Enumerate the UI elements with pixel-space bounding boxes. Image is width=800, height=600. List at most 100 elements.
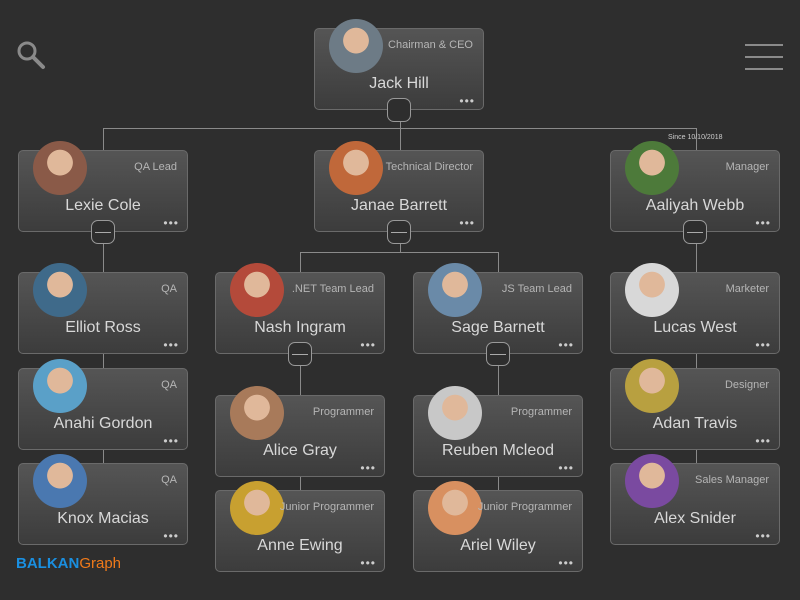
node-name: Adan Travis: [652, 415, 738, 432]
node-title: Sales Manager: [695, 474, 769, 486]
avatar: [33, 454, 87, 508]
node-card[interactable]: QA Anahi Gordon •••: [18, 359, 188, 450]
menu-bar: [745, 56, 783, 58]
collapse-toggle[interactable]: [486, 342, 510, 366]
more-options-icon[interactable]: •••: [558, 338, 574, 352]
node-title: Junior Programmer: [279, 501, 374, 513]
node-title: QA: [161, 379, 177, 391]
avatar: [33, 141, 87, 195]
node-title: Marketer: [725, 283, 769, 295]
more-options-icon[interactable]: •••: [360, 556, 376, 570]
node-card[interactable]: Technical Director Janae Barrett •••: [314, 141, 484, 232]
node-title: QA: [161, 474, 177, 486]
node-name: Alice Gray: [263, 442, 337, 459]
minus-icon: [391, 232, 407, 233]
logo-part1: BALKAN: [16, 555, 80, 572]
node-title: .NET Team Lead: [291, 283, 374, 295]
node-name: Janae Barrett: [350, 197, 448, 214]
minus-icon: [687, 232, 703, 233]
avatar: [230, 263, 284, 317]
minus-icon: [95, 232, 111, 233]
node-card[interactable]: Programmer Reuben Mcleod •••: [413, 386, 583, 477]
search-button[interactable]: [16, 40, 46, 70]
more-options-icon[interactable]: •••: [755, 338, 771, 352]
node-title: Chairman & CEO: [388, 39, 473, 51]
avatar: [625, 454, 679, 508]
more-options-icon[interactable]: •••: [360, 338, 376, 352]
node-card[interactable]: Programmer Alice Gray •••: [215, 386, 385, 477]
node-title: Designer: [724, 379, 769, 391]
node-card[interactable]: Designer Adan Travis •••: [610, 359, 780, 450]
menu-bar: [745, 68, 783, 70]
avatar: [625, 359, 679, 413]
node-name: Jack Hill: [369, 75, 429, 92]
node-name: Lucas West: [653, 319, 737, 336]
avatar: [33, 263, 87, 317]
more-options-icon[interactable]: •••: [558, 461, 574, 475]
more-options-icon[interactable]: •••: [163, 529, 179, 543]
more-options-icon[interactable]: •••: [163, 216, 179, 230]
node-name: Reuben Mcleod: [441, 442, 555, 459]
avatar: [428, 386, 482, 440]
more-options-icon[interactable]: •••: [755, 529, 771, 543]
collapse-toggle[interactable]: [288, 342, 312, 366]
more-options-icon[interactable]: •••: [163, 338, 179, 352]
avatar: [230, 386, 284, 440]
node-name: Anne Ewing: [257, 537, 343, 554]
balkangraph-logo: BALKANGraph: [16, 555, 121, 572]
avatar: [428, 263, 482, 317]
avatar: [625, 141, 679, 195]
node-title: Junior Programmer: [477, 501, 572, 513]
collapse-toggle[interactable]: [387, 220, 411, 244]
avatar: [625, 263, 679, 317]
avatar: [230, 481, 284, 535]
node-card[interactable]: Marketer Lucas West •••: [610, 263, 780, 354]
logo-part2: Graph: [79, 555, 122, 572]
more-options-icon[interactable]: •••: [459, 216, 475, 230]
node-card[interactable]: QA Knox Macias •••: [18, 454, 188, 545]
node-title: Programmer: [510, 406, 572, 418]
connector: [696, 128, 697, 150]
more-options-icon[interactable]: •••: [755, 434, 771, 448]
node-title: QA Lead: [134, 161, 177, 173]
node-name: Knox Macias: [57, 510, 149, 527]
node-card[interactable]: .NET Team Lead Nash Ingram •••: [215, 263, 385, 354]
minus-icon: [490, 354, 506, 355]
minus-icon: [292, 354, 308, 355]
menu-button[interactable]: [745, 44, 783, 70]
connector: [400, 128, 401, 150]
more-options-icon[interactable]: •••: [558, 556, 574, 570]
node-card[interactable]: Junior Programmer Anne Ewing •••: [215, 481, 385, 572]
node-title: Manager: [725, 161, 769, 173]
node-title: JS Team Lead: [501, 283, 572, 295]
hamburger-menu-icon: [745, 44, 783, 46]
collapse-toggle[interactable]: [387, 98, 411, 122]
node-name: Alex Snider: [654, 510, 736, 527]
node-card[interactable]: Junior Programmer Ariel Wiley •••: [413, 481, 583, 572]
node-card[interactable]: Chairman & CEO Jack Hill •••: [314, 19, 484, 110]
connector: [103, 128, 104, 150]
more-options-icon[interactable]: •••: [755, 216, 771, 230]
node-card[interactable]: QA Elliot Ross •••: [18, 263, 188, 354]
collapse-toggle[interactable]: [683, 220, 707, 244]
connector: [300, 252, 301, 272]
node-card[interactable]: JS Team Lead Sage Barnett •••: [413, 263, 583, 354]
node-card[interactable]: Sales Manager Alex Snider •••: [610, 454, 780, 545]
more-options-icon[interactable]: •••: [163, 434, 179, 448]
avatar: [329, 19, 383, 73]
node-card[interactable]: Manager Aaliyah Webb •••: [610, 141, 780, 232]
connector: [498, 252, 499, 272]
node-name: Aaliyah Webb: [645, 197, 745, 214]
node-name: Elliot Ross: [65, 319, 141, 336]
since-label: Since 10/10/2018: [668, 134, 723, 141]
node-name: Sage Barnett: [451, 319, 545, 336]
avatar: [33, 359, 87, 413]
search-icon: [17, 41, 45, 69]
node-title: Technical Director: [385, 161, 473, 173]
collapse-toggle[interactable]: [91, 220, 115, 244]
node-title: Programmer: [312, 406, 374, 418]
more-options-icon[interactable]: •••: [459, 94, 475, 108]
node-name: Ariel Wiley: [460, 537, 536, 554]
node-card[interactable]: QA Lead Lexie Cole •••: [18, 141, 188, 232]
more-options-icon[interactable]: •••: [360, 461, 376, 475]
